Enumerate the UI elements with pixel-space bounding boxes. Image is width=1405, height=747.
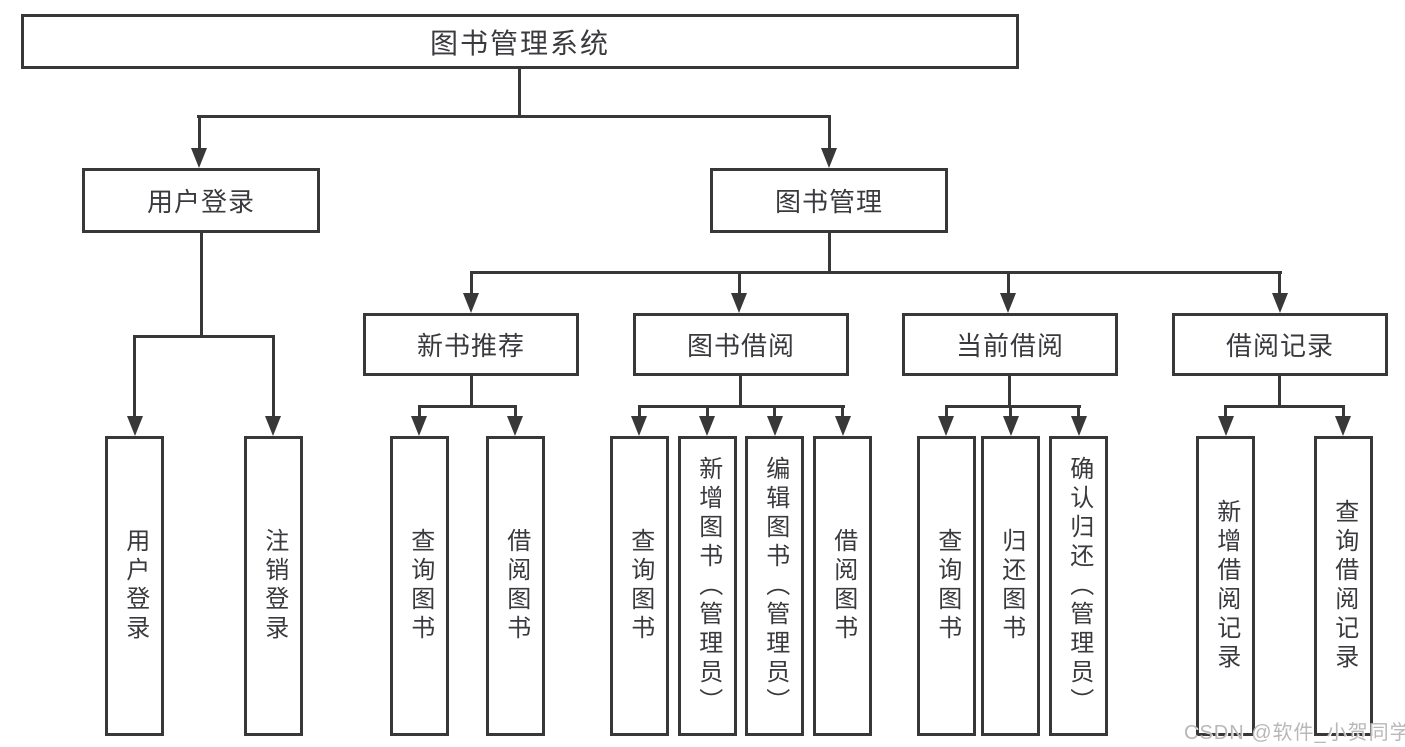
csdn-watermark: CSDN @软件_小贺同学 <box>1184 722 1405 744</box>
node-new-book-recommend: 新书推荐 <box>363 313 579 376</box>
connector-line <box>841 405 844 418</box>
arrow-down-icon <box>1002 416 1019 436</box>
connector-line <box>133 335 275 338</box>
connector-line <box>827 115 831 148</box>
connector-line <box>518 69 521 117</box>
arrow-down-icon <box>411 416 427 436</box>
arrow-down-icon <box>1000 293 1016 313</box>
connector-line <box>705 405 709 418</box>
node-label: 归还图书 <box>997 528 1025 644</box>
leaf-query-book-under-borrowing: 查询图书 <box>610 436 669 736</box>
node-label: 新增图书（管理员） <box>694 455 722 717</box>
arrow-down-icon <box>1335 416 1351 436</box>
leaf-add-borrow-record: 新增借阅记录 <box>1196 436 1255 736</box>
connector-line <box>944 405 1081 408</box>
node-label: 新增借阅记录 <box>1212 499 1240 673</box>
arrow-down-icon <box>766 416 783 436</box>
leaf-add-book-admin: 新增图书（管理员） <box>678 436 737 736</box>
node-borrowing-records: 借阅记录 <box>1172 313 1388 376</box>
node-book-borrowing: 图书借阅 <box>633 313 849 376</box>
connector-line <box>1008 376 1011 407</box>
connector-line <box>1006 271 1010 295</box>
node-label: 新书推荐 <box>416 331 525 361</box>
arrow-down-icon <box>1070 416 1087 436</box>
leaf-borrow-book-under-recommend: 借阅图书 <box>486 436 545 736</box>
node-book-management: 图书管理 <box>710 168 948 233</box>
connector-line <box>737 271 741 295</box>
arrow-down-icon <box>631 416 647 436</box>
node-label: 借阅图书 <box>829 528 857 644</box>
arrow-down-icon <box>699 416 715 436</box>
leaf-query-borrow-record: 查询借阅记录 <box>1314 436 1373 736</box>
leaf-query-book-under-recommend: 查询图书 <box>390 436 449 736</box>
connector-line <box>417 405 517 408</box>
connector-line <box>1224 405 1344 408</box>
node-label: 图书管理 <box>774 187 883 217</box>
arrow-down-icon <box>463 293 479 313</box>
connector-line <box>1278 271 1281 295</box>
leaf-confirm-return-admin: 确认归还（管理员） <box>1049 436 1108 736</box>
connector-line <box>1278 376 1281 407</box>
connector-line <box>944 405 948 418</box>
node-label: 借阅记录 <box>1225 331 1334 361</box>
connector-line <box>133 335 136 416</box>
node-label: 注销登录 <box>260 528 288 644</box>
node-label: 查询图书 <box>626 528 654 644</box>
node-label: 当前借阅 <box>955 331 1064 361</box>
connector-line <box>1009 405 1012 418</box>
node-label: 借阅图书 <box>502 528 530 644</box>
node-current-borrowing: 当前借阅 <box>902 313 1118 376</box>
connector-line <box>637 405 641 418</box>
node-label: 确认归还（管理员） <box>1065 455 1093 717</box>
connector-line <box>197 115 831 118</box>
connector-line <box>637 405 845 408</box>
node-library-management-system: 图书管理系统 <box>21 14 1019 69</box>
connector-line <box>199 233 203 338</box>
leaf-borrow-book-under-borrowing: 借阅图书 <box>813 436 872 736</box>
arrow-down-icon <box>191 148 207 168</box>
connector-line <box>271 335 275 416</box>
connector-line <box>513 405 517 418</box>
connector-line <box>417 405 421 418</box>
connector-line <box>469 271 473 295</box>
arrow-down-icon <box>1217 416 1234 436</box>
arrow-down-icon <box>731 293 747 313</box>
node-label: 查询图书 <box>406 528 434 644</box>
node-label: 编辑图书（管理员） <box>761 455 789 717</box>
arrow-down-icon <box>265 416 281 436</box>
connector-line <box>469 376 473 407</box>
connector-line <box>197 115 201 148</box>
node-user-login: 用户登录 <box>82 168 320 233</box>
connector-line <box>1341 405 1345 418</box>
node-label: 用户登录 <box>121 528 149 644</box>
leaf-query-book-under-current: 查询图书 <box>917 436 976 736</box>
connector-line <box>827 233 831 274</box>
leaf-return-book: 归还图书 <box>981 436 1040 736</box>
leaf-logout: 注销登录 <box>244 436 303 736</box>
connector-line <box>469 271 1282 274</box>
arrow-down-icon <box>821 148 837 168</box>
connector-line <box>739 376 742 407</box>
node-label: 查询图书 <box>933 528 961 644</box>
arrow-down-icon <box>507 416 523 436</box>
connector-line <box>1224 405 1227 418</box>
arrow-down-icon <box>938 416 954 436</box>
node-label: 查询借阅记录 <box>1330 499 1358 673</box>
arrow-down-icon <box>1271 293 1288 313</box>
connector-line <box>1077 405 1080 418</box>
leaf-user-login: 用户登录 <box>105 436 164 736</box>
node-label: 图书管理系统 <box>429 27 610 59</box>
connector-line <box>773 405 776 418</box>
arrow-down-icon <box>126 416 143 436</box>
leaf-edit-book-admin: 编辑图书（管理员） <box>745 436 804 736</box>
arrow-down-icon <box>834 416 851 436</box>
node-label: 图书借阅 <box>686 331 795 361</box>
node-label: 用户登录 <box>146 187 255 217</box>
